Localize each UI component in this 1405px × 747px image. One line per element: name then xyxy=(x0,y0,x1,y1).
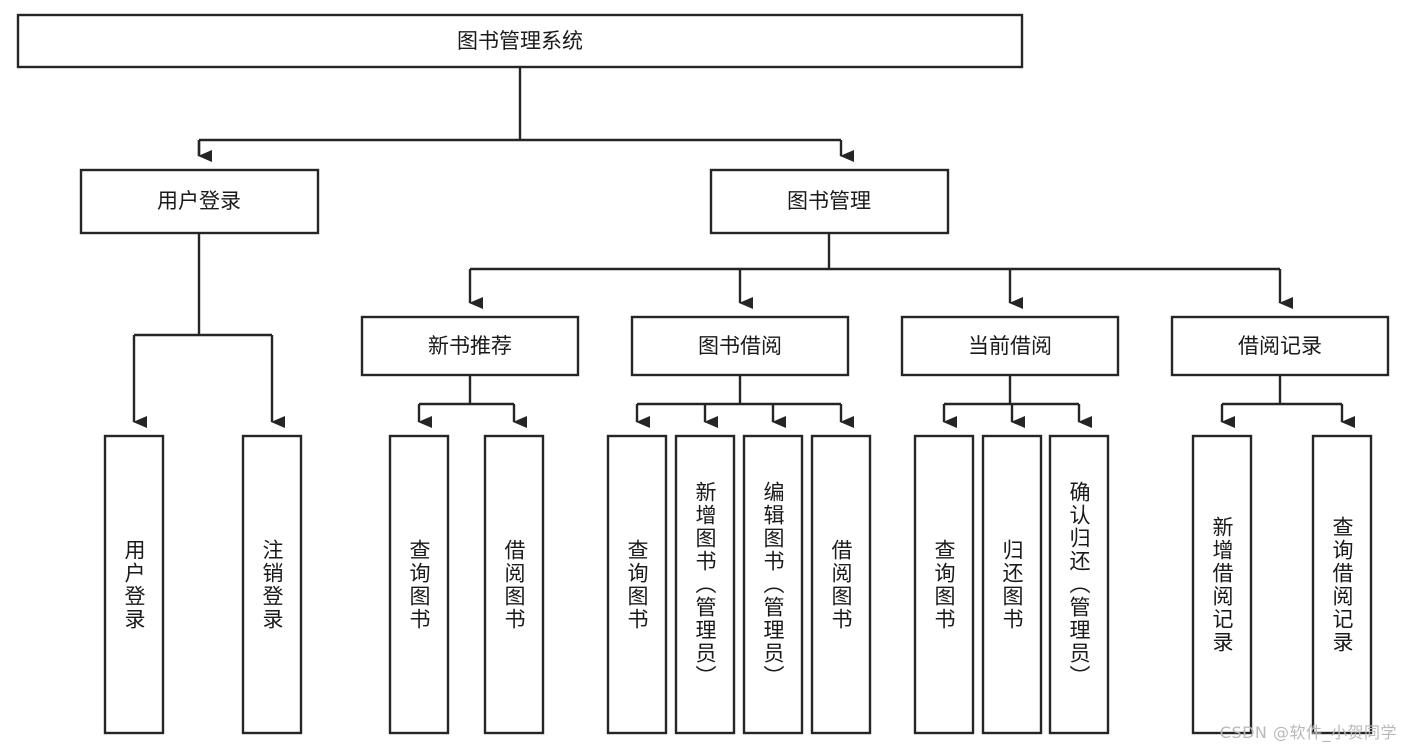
node-borrow-record[interactable]: 借阅记录 xyxy=(1170,315,1390,377)
node-book-manage-box[interactable] xyxy=(709,168,950,235)
node-leaf-query-book-a-label: 查询图书 xyxy=(407,538,431,631)
edge-group-current-borrow-to-leaves xyxy=(942,375,1092,428)
edge-group-user-login-to-leaves xyxy=(132,233,285,428)
node-leaf-query-borrow-record-box[interactable] xyxy=(1311,434,1373,735)
node-leaf-query-book-c-label: 查询图书 xyxy=(932,538,956,631)
node-new-book-recommend-box[interactable] xyxy=(360,315,580,377)
node-leaf-edit-book-box[interactable] xyxy=(742,434,804,735)
edge-group-root-to-level2 xyxy=(197,67,854,162)
node-leaf-return-book-label: 归还图书 xyxy=(1000,538,1024,631)
node-leaf-borrow-book-b-label: 借阅图书 xyxy=(829,538,853,631)
node-leaf-query-book-b-box[interactable] xyxy=(606,434,668,735)
edge-group-new-book-recommend-to-leaves xyxy=(417,375,527,428)
node-root-label: 图书管理系统 xyxy=(457,29,583,53)
node-root[interactable]: 图书管理系统 xyxy=(16,13,1024,69)
node-leaf-return-book-box[interactable] xyxy=(981,434,1043,735)
node-leaf-logout-login-box[interactable] xyxy=(241,434,303,735)
node-leaf-confirm-return-label: 确认归还（管理员） xyxy=(1067,481,1091,688)
node-book-borrow[interactable]: 图书借阅 xyxy=(630,315,850,377)
node-leaf-add-book-label: 新增图书（管理员） xyxy=(693,481,717,688)
edge-current-borrow-split xyxy=(944,375,1079,406)
node-current-borrow-box[interactable] xyxy=(900,315,1120,377)
node-leaf-borrow-book-a-box[interactable] xyxy=(483,434,545,735)
node-current-borrow[interactable]: 当前借阅 xyxy=(900,315,1120,377)
edge-book-borrow-split xyxy=(637,375,841,406)
node-leaf-query-book-a-box[interactable] xyxy=(388,434,450,735)
edge-root-split xyxy=(197,67,841,156)
node-book-borrow-box[interactable] xyxy=(630,315,850,377)
node-leaf-borrow-book-b-box[interactable] xyxy=(810,434,872,735)
node-leaf-add-borrow-record-label: 新增借阅记录 xyxy=(1210,515,1234,654)
node-user-login[interactable]: 用户登录 xyxy=(79,168,320,235)
node-leaf-user-login-label: 用户登录 xyxy=(122,538,146,631)
node-leaf-query-book-b-label: 查询图书 xyxy=(625,538,649,631)
edge-group-book-borrow-to-leaves xyxy=(635,375,854,428)
node-user-login-box[interactable] xyxy=(79,168,320,235)
edge-borrow-record-split xyxy=(1222,375,1342,406)
node-leaf-query-borrow-record-label: 查询借阅记录 xyxy=(1330,515,1354,654)
node-book-manage-label: 图书管理 xyxy=(787,189,871,213)
node-leaf-user-login-box[interactable] xyxy=(103,434,165,735)
node-borrow-record-label: 借阅记录 xyxy=(1238,334,1322,358)
edge-group-borrow-record-to-leaves xyxy=(1220,375,1355,428)
node-book-borrow-label: 图书借阅 xyxy=(698,334,782,358)
node-borrow-record-box[interactable] xyxy=(1170,315,1390,377)
node-leaf-borrow-book-a-label: 借阅图书 xyxy=(502,538,526,631)
leaf-boxes xyxy=(103,434,1373,735)
node-leaf-query-book-c-box[interactable] xyxy=(913,434,975,735)
node-current-borrow-label: 当前借阅 xyxy=(968,334,1052,358)
node-new-book-recommend-label: 新书推荐 xyxy=(428,334,512,358)
node-leaf-add-borrow-record-box[interactable] xyxy=(1191,434,1253,735)
node-root-box[interactable] xyxy=(16,13,1024,69)
edge-user-login-split xyxy=(134,233,272,337)
edge-book-manage-split xyxy=(470,233,1280,271)
node-leaf-logout-login-label: 注销登录 xyxy=(260,538,284,631)
edge-group-book-manage-to-level3 xyxy=(468,233,1293,309)
node-book-manage[interactable]: 图书管理 xyxy=(709,168,950,235)
node-leaf-add-book-box[interactable] xyxy=(674,434,736,735)
node-leaf-edit-book-label: 编辑图书（管理员） xyxy=(761,481,785,688)
edge-new-book-recommend-split xyxy=(419,375,514,406)
node-new-book-recommend[interactable]: 新书推荐 xyxy=(360,315,580,377)
node-user-login-label: 用户登录 xyxy=(157,189,241,213)
node-leaf-confirm-return-box[interactable] xyxy=(1048,434,1110,735)
